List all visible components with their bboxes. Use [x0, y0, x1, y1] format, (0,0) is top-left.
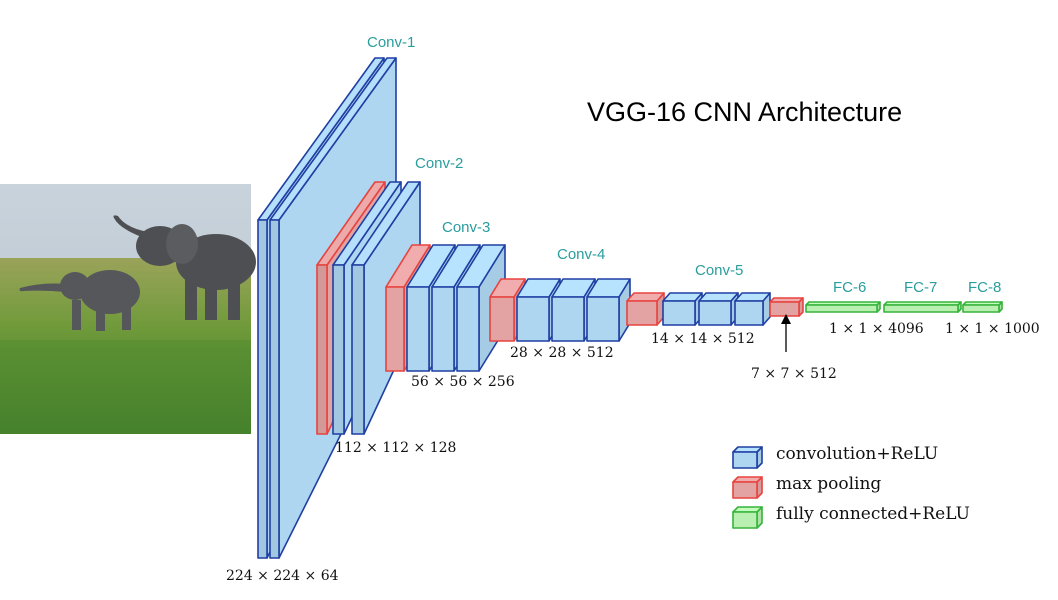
pool-4-layer-top	[626, 292, 665, 302]
conv-4-layer-b-front	[551, 296, 585, 342]
conv-2-layer-a-front	[332, 264, 345, 435]
dims-fc-8: 1 × 1 × 1000	[945, 321, 1040, 337]
elephant-adult-icon	[113, 215, 256, 320]
conv-2-label: Conv-2	[415, 155, 463, 172]
conv-5-layer-a-front	[662, 300, 696, 326]
conv-3-layer-b-front	[431, 286, 455, 372]
dims-pool-5: 7 × 7 × 512	[751, 366, 837, 382]
pool-5-arrow	[781, 314, 791, 352]
dims-conv-3: 56 × 56 × 256	[411, 374, 515, 390]
pool-4-layer	[626, 292, 665, 326]
legend-swatch-pool-front	[732, 481, 758, 499]
legend-swatch-conv	[732, 446, 763, 469]
legend-swatch-conv-front	[732, 451, 758, 469]
legend-swatch-fc	[732, 506, 763, 529]
pool-3-layer-front	[489, 296, 515, 342]
legend-label-pool: max pooling	[776, 474, 881, 494]
fc-7-layer	[883, 301, 962, 313]
network-blocks	[257, 57, 1003, 559]
conv-4-layer-c-front	[586, 296, 620, 342]
legend-swatch-fc-front	[732, 511, 758, 529]
legend-label-conv: convolution+ReLU	[776, 444, 938, 464]
fc-7-layer-front	[883, 304, 959, 313]
conv-3-layer-a-front	[406, 286, 430, 372]
dimension-labels: 224 × 224 × 64 112 × 112 × 128 56 × 56 ×…	[226, 321, 1040, 584]
conv-4-layer-c	[586, 278, 631, 342]
pool-1-layer-front	[316, 264, 328, 435]
diagram-title: VGG-16 CNN Architecture	[587, 97, 902, 127]
fc-8-layer-front	[962, 304, 1000, 313]
fc-6-layer	[805, 301, 881, 313]
fc-6-layer-front	[805, 304, 878, 313]
conv-2-layer-b-front	[351, 264, 365, 435]
input-image	[0, 184, 256, 434]
pool-5-layer	[769, 297, 804, 317]
conv-5-layer-c	[734, 292, 771, 326]
conv-1-label: Conv-1	[367, 34, 415, 51]
conv-5-layer-c-front	[734, 300, 764, 326]
dims-fc-6: 1 × 1 × 4096	[829, 321, 924, 337]
conv-5-label: Conv-5	[695, 262, 743, 279]
dims-conv-4: 28 × 28 × 512	[510, 345, 614, 361]
dims-conv-1: 224 × 224 × 64	[226, 568, 339, 584]
conv-1-layer-b-front	[269, 219, 280, 559]
fc-6-label: FC-6	[833, 279, 866, 296]
conv-5-layer-c-top	[734, 292, 771, 302]
conv-5-layer-b	[698, 292, 739, 326]
pool-5-layer-front	[769, 301, 800, 317]
conv-5-layer-b-front	[698, 300, 732, 326]
fc-8-layer	[962, 301, 1003, 313]
conv-4-layer-a-front	[516, 296, 550, 342]
pool-2-layer-front	[385, 286, 405, 372]
legend-label-fc: fully connected+ReLU	[776, 504, 970, 524]
conv-3-label: Conv-3	[442, 219, 490, 236]
dims-conv-2: 112 × 112 × 128	[335, 440, 456, 456]
conv-1-layer-a-front	[257, 219, 268, 559]
pool-4-layer-front	[626, 300, 658, 326]
conv-4-label: Conv-4	[557, 246, 605, 263]
dims-conv-5: 14 × 14 × 512	[651, 331, 755, 347]
conv-5-layer-a-top	[662, 292, 703, 302]
fc-8-label: FC-8	[968, 279, 1001, 296]
legend: convolution+ReLU max pooling fully conne…	[732, 444, 970, 529]
fc-7-label: FC-7	[904, 279, 937, 296]
legend-swatch-pool	[732, 476, 763, 499]
conv-5-layer-a	[662, 292, 703, 326]
conv-5-layer-b-top	[698, 292, 739, 302]
block-labels: Conv-1 Conv-2 Conv-3 Conv-4 Conv-5 FC-6 …	[367, 34, 1001, 296]
conv-3-layer-c-front	[456, 286, 480, 372]
elephant-calf-icon	[19, 270, 140, 331]
